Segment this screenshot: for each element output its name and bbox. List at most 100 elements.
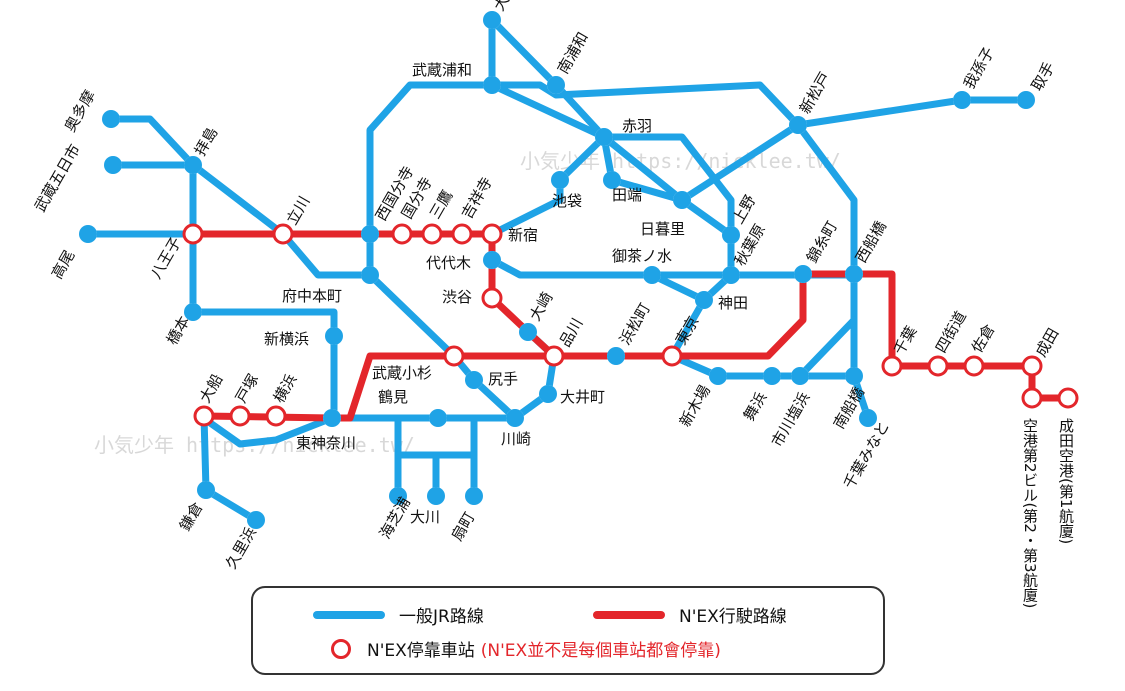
station-node-fill: [763, 367, 781, 385]
station-node: [182, 223, 204, 245]
station-label: 千葉みなと: [840, 418, 893, 492]
station-label: 府中本町: [282, 287, 342, 305]
station-label: 御茶ノ水: [612, 247, 672, 265]
station-node: [391, 223, 413, 245]
station-label: 南浦和: [554, 29, 592, 77]
station-label: 吉祥寺: [458, 174, 496, 222]
station-node-fill: [551, 171, 569, 189]
station-label: 神田: [718, 294, 748, 312]
station-label: 品川: [556, 315, 587, 350]
jr-line-segment: [794, 96, 1030, 129]
jr-line-segment: [366, 81, 496, 360]
station-label: 久里浜: [222, 524, 260, 572]
station-node-fill: [845, 367, 863, 385]
station-node-fill: [323, 409, 341, 427]
station-node-fill: [483, 11, 501, 29]
station-node-fill: [483, 76, 501, 94]
jr-line-segment: [488, 133, 608, 238]
station-node-fill: [427, 487, 445, 505]
station-node: [661, 345, 683, 367]
station-node-fill: [859, 409, 877, 427]
station-label: 海芝浦: [376, 494, 414, 542]
station-node-fill: [539, 385, 557, 403]
station-node-fill: [197, 481, 215, 499]
station-node-fill: [722, 266, 740, 284]
station-label: 尻手: [488, 370, 518, 388]
station-node-fill: [506, 409, 524, 427]
station-node-fill: [465, 487, 483, 505]
station-node: [881, 355, 903, 377]
station-node-fill: [789, 116, 807, 134]
station-node-fill: [607, 347, 625, 365]
station-label: 八王子: [147, 234, 185, 282]
legend-stop: N'EX停靠車站 (N'EX並不是每個車站都會停靠): [331, 636, 721, 661]
station-node: [265, 405, 287, 427]
legend-nex: N'EX行駛路線: [593, 602, 787, 627]
legend-nex-label: N'EX行駛路線: [679, 607, 787, 627]
station-label: 錦糸町: [803, 218, 841, 266]
station-label: 新松戸: [796, 69, 834, 117]
station-node-fill: [643, 266, 661, 284]
station-label: 上野: [729, 192, 760, 227]
station-node: [1057, 387, 1079, 409]
station-node-fill: [794, 265, 812, 283]
legend-jr: 一般JR路線: [313, 602, 484, 627]
legend-jr-swatch: [313, 610, 385, 619]
station-node: [421, 223, 443, 245]
station-label: 四街道: [932, 308, 970, 356]
station-label: 立川: [283, 193, 314, 228]
station-node-fill: [953, 91, 971, 109]
station-label: 横浜: [270, 371, 301, 406]
station-label: 空港第2ビル(第2・第3航廈): [1021, 418, 1039, 608]
station-node: [1021, 387, 1043, 409]
station-node-fill: [361, 225, 379, 243]
station-node-fill: [184, 156, 202, 174]
station-node-fill: [709, 367, 727, 385]
station-node-fill: [547, 76, 565, 94]
station-label: 戸塚: [232, 371, 263, 406]
station-label: 成田: [1032, 325, 1063, 360]
station-label: 新宿: [508, 226, 538, 244]
legend-stop-note: (N'EX並不是每個車站都會停靠): [480, 641, 721, 661]
station-label: 渋谷: [442, 288, 472, 306]
station-label: 大船: [196, 371, 227, 406]
station-label: 西船橋: [852, 218, 890, 266]
station-label: 代代木: [426, 254, 471, 272]
station-label: 成田空港(第1航廈): [1057, 418, 1075, 544]
station-node-fill: [79, 225, 97, 243]
station-label: 大井町: [560, 388, 605, 406]
station-node-fill: [104, 156, 122, 174]
station-label: 高尾: [48, 247, 79, 282]
station-label: 武蔵五日市: [31, 141, 84, 215]
station-node-fill: [722, 226, 740, 244]
station-node-fill: [429, 409, 447, 427]
station-label: 武蔵小杉: [372, 364, 432, 382]
jr-line-segment: [200, 412, 260, 524]
station-label: 東神奈川: [296, 434, 356, 452]
station-label: 佐倉: [968, 321, 999, 356]
legend-nex-swatch: [593, 610, 665, 619]
station-node-fill: [603, 171, 621, 189]
jr-line-segment: [600, 133, 735, 239]
station-label: 扇町: [448, 509, 479, 544]
station-label: 鎌倉: [176, 499, 207, 534]
station-node: [963, 355, 985, 377]
station-node-fill: [673, 191, 691, 209]
station-node-fill: [389, 487, 407, 505]
station-label: 川崎: [501, 430, 531, 448]
jr-line-segment: [488, 256, 858, 279]
station-label: 大崎: [526, 289, 557, 324]
station-node: [272, 223, 294, 245]
map-legend: 一般JR路線 N'EX行駛路線 N'EX停靠車站 (N'EX並不是每個車站都會停…: [251, 586, 885, 675]
station-label: 日暮里: [640, 220, 685, 238]
station-label: 田端: [612, 186, 642, 204]
station-label: 取手: [1028, 59, 1059, 94]
station-label: 新横浜: [264, 330, 309, 348]
jr-line-segment: [448, 81, 802, 129]
jr-line-segment: [648, 271, 708, 304]
jr-line-segment: [678, 121, 802, 204]
station-label: 池袋: [552, 192, 582, 210]
station-node-fill: [1017, 91, 1035, 109]
station-node: [481, 287, 503, 309]
station-node: [927, 355, 949, 377]
